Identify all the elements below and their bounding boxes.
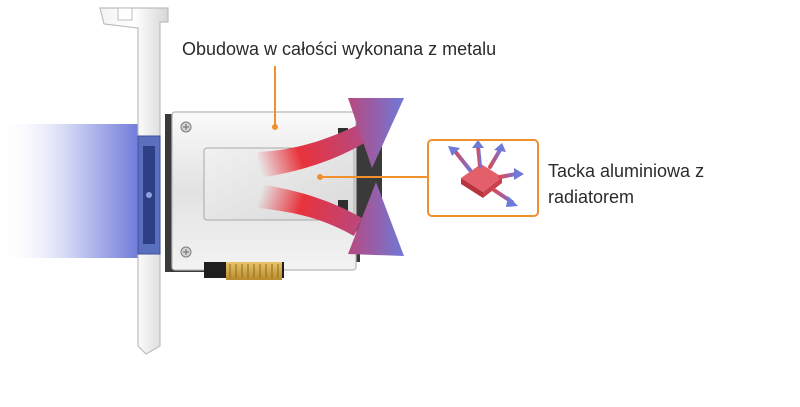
heat-flow-arrows xyxy=(258,98,404,256)
metal-housing-label: Obudowa w całości wykonana z metalu xyxy=(182,39,497,59)
aluminium-tray-label: Tacka aluminiowa z radiatorem xyxy=(548,161,705,207)
pcie-bracket xyxy=(99,7,169,355)
pcie-connector xyxy=(204,262,284,280)
callout-tray-leader xyxy=(317,139,539,217)
cool-air-intake xyxy=(0,124,140,258)
callout-metal-leader xyxy=(272,66,278,130)
